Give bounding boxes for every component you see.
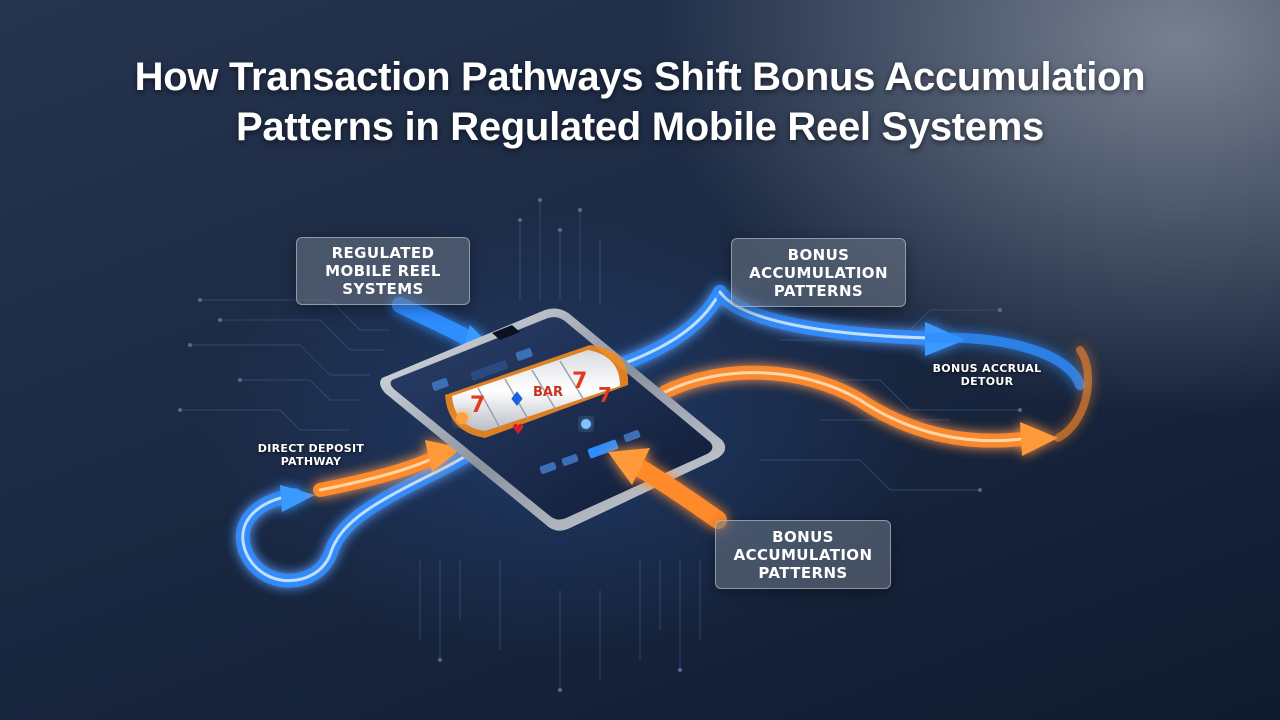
regulated-systems-line-3: SYSTEMS (342, 280, 424, 298)
screen-buttons (431, 348, 641, 474)
circuit-lines (180, 200, 1020, 690)
bonus-detour-line-1: BONUS ACCRUAL (932, 362, 1042, 375)
slot-reels: 7 ♦ BAR 7 7 ♥ (445, 345, 629, 438)
circuit-dots (178, 198, 1022, 692)
bonus-detour-label: BONUS ACCRUAL DETOUR (922, 362, 1052, 388)
title-line-2: Patterns in Regulated Mobile Reel System… (236, 105, 1044, 149)
bonus-top-line-1: BONUS (787, 245, 850, 264)
reel-seven-icon: 7 (470, 393, 485, 418)
direct-deposit-line-2: PATHWAY (280, 455, 342, 468)
orange-inflow-arrow (608, 448, 727, 529)
bonus-patterns-box-bottom: BONUS ACCUMULATION PATTERNS (715, 520, 891, 589)
reel-bar-icon: BAR (533, 385, 563, 400)
reel-bell-icon: ♦ (508, 387, 526, 411)
direct-deposit-label: DIRECT DEPOSIT PATHWAY (246, 442, 376, 468)
reel-seven-icon-3: 7 (598, 383, 612, 407)
reel-cherry-icon: ♥ (512, 422, 525, 438)
title-line-1: How Transaction Pathways Shift Bonus Acc… (134, 55, 1146, 99)
page-title: How Transaction Pathways Shift Bonus Acc… (40, 52, 1240, 152)
bonus-bottom-line-1: BONUS (772, 527, 834, 546)
bonus-top-line-2: ACCUMULATION (749, 263, 888, 282)
regulated-systems-line-2: MOBILE REEL (325, 262, 441, 280)
regulated-systems-line-1: REGULATED (331, 244, 435, 262)
bonus-bottom-line-2: ACCUMULATION (733, 545, 873, 564)
reel-seven-icon-2: 7 (572, 369, 587, 394)
regulated-systems-box: REGULATED MOBILE REEL SYSTEMS (296, 237, 470, 305)
bonus-bottom-line-3: PATTERNS (758, 563, 848, 582)
bonus-top-line-3: PATTERNS (773, 281, 864, 300)
direct-deposit-line-1: DIRECT DEPOSIT (257, 442, 365, 455)
bonus-patterns-box-top: BONUS ACCUMULATION PATTERNS (731, 238, 906, 307)
blue-pathway (236, 285, 1085, 588)
bonus-detour-line-2: DETOUR (960, 375, 1014, 388)
